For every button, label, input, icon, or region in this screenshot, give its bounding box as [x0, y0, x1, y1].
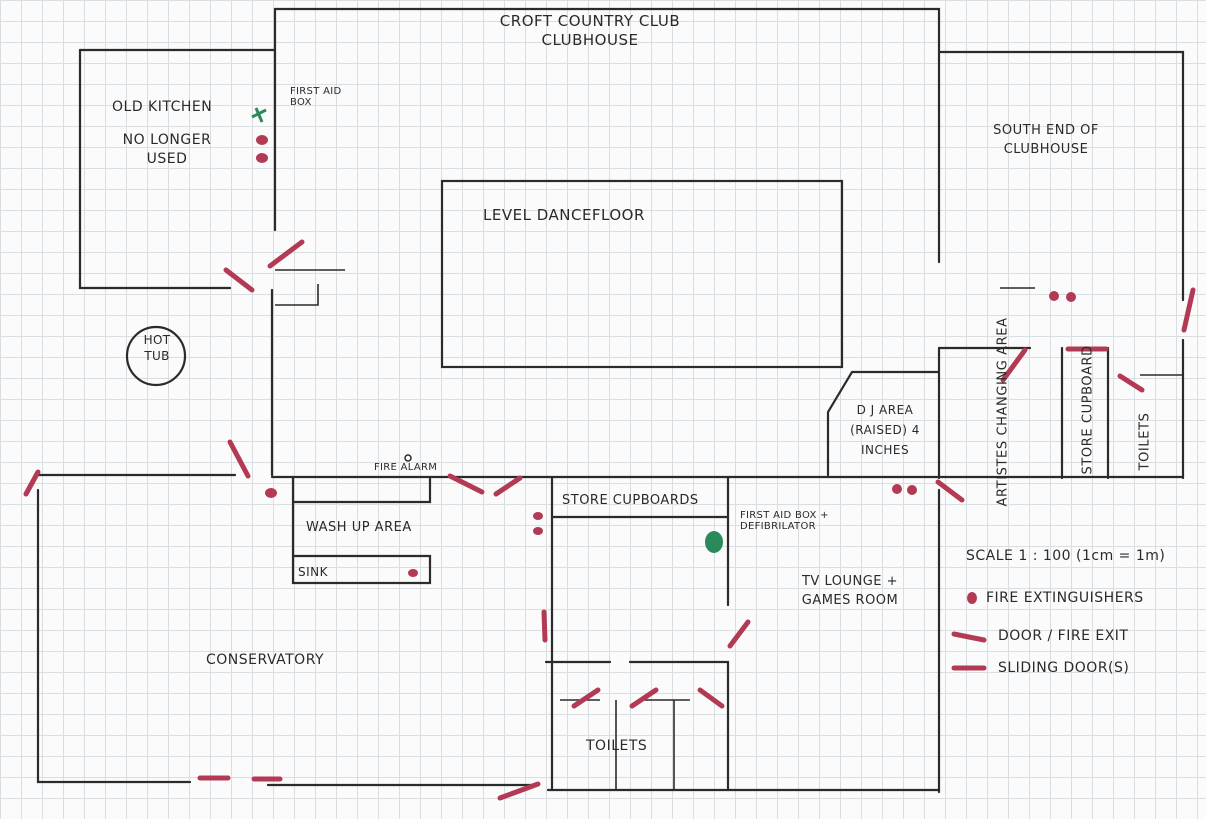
fire-alarm-icon [404, 454, 412, 462]
sink-label: SINK [298, 565, 329, 579]
hot-tub-label: HOT TUB [143, 333, 171, 363]
plan-title: CROFT COUNTRY CLUB CLUBHOUSE [460, 12, 720, 50]
dancefloor-label: LEVEL DANCEFLOOR [483, 206, 645, 224]
dancefloor-outline [440, 179, 844, 369]
door-markers [23, 239, 1196, 801]
plan-title-line2: CLUBHOUSE [541, 31, 639, 49]
legend-door-text: DOOR / FIRE EXIT [998, 628, 1129, 644]
legend-extinguishers-text: FIRE EXTINGUISHERS [986, 590, 1144, 606]
hot-tub-outline [125, 325, 187, 387]
first-aid-defib-label: FIRST AID BOX + DEFIBRILATOR [740, 510, 829, 532]
legend-marks [951, 592, 987, 671]
legend-sliding-text: SLIDING DOOR(S) [998, 660, 1130, 676]
old-kitchen-label: OLD KITCHEN [112, 99, 213, 115]
scale-label: SCALE 1 : 100 (1cm = 1m) [966, 548, 1166, 564]
walls [36, 7, 1185, 794]
defibrillator-icon [705, 531, 723, 553]
wash-up-label: WASH UP AREA [306, 520, 412, 535]
fire-alarm-label: FIRE ALARM [374, 462, 438, 473]
store-cupboard-label: STORE CUPBOARD [1080, 345, 1096, 475]
toilets-east-label: TOILETS [1137, 412, 1153, 471]
south-end-label: SOUTH END OF CLUBHOUSE [993, 123, 1099, 157]
conservatory-label: CONSERVATORY [206, 652, 325, 668]
tv-lounge-label: TV LOUNGE + GAMES ROOM [801, 574, 899, 608]
toilets-south-label: TOILETS [586, 738, 648, 754]
artistes-changing-label: ARTISTES CHANGING AREA [995, 317, 1011, 507]
first-aid-box-label: FIRST AID BOX [290, 86, 342, 108]
plan-title-line1: CROFT COUNTRY CLUB [499, 12, 681, 30]
dj-area-label: D J AREA (raised) 4 inches [850, 403, 920, 457]
old-kitchen-note: NO LONGER USED [122, 132, 212, 167]
store-cupboards-label: STORE CUPBOARDS [562, 493, 699, 508]
first-aid-cross-icon [251, 107, 267, 123]
extinguisher-markers [256, 135, 1076, 577]
